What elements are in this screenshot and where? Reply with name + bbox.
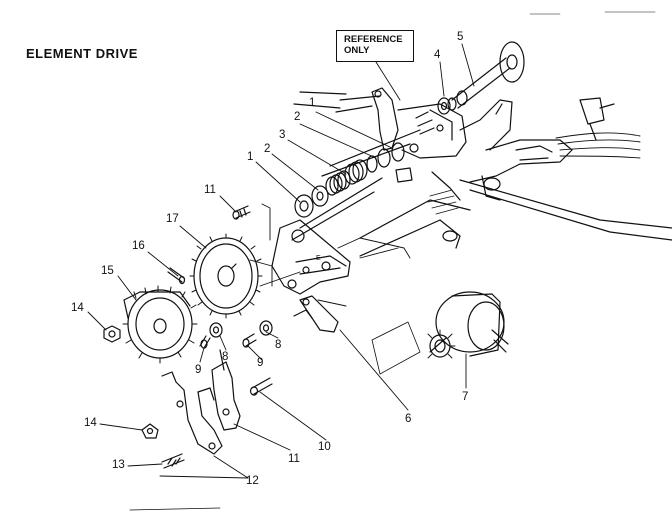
lever-11 [211, 349, 241, 431]
gear-17 [189, 233, 263, 319]
callout-17: 17 [166, 213, 179, 225]
callout-2a: 2 [294, 111, 301, 123]
reference-frame [335, 87, 672, 241]
callout-2b: 2 [264, 143, 271, 155]
callout-16: 16 [132, 240, 145, 252]
diagram-title: ELEMENT DRIVE [26, 46, 138, 61]
gear-15 [122, 285, 198, 364]
callout-11b: 11 [288, 453, 300, 465]
callout-1a: 1 [309, 97, 316, 109]
nut-14-upper [103, 325, 121, 343]
spring-13 [161, 453, 185, 469]
callout-8a: 8 [222, 351, 229, 363]
scan-marks [529, 11, 656, 15]
reference-label: REFERENCE [344, 34, 403, 45]
shaft-5 [447, 41, 525, 111]
callout-12: 12 [246, 475, 259, 487]
washer-8-left [209, 322, 223, 338]
scan-mark-bottom [129, 507, 221, 511]
screw-9-left [199, 335, 211, 349]
ring-4 [437, 97, 451, 115]
frame-plate [291, 91, 471, 257]
callout-11a: 11 [204, 184, 216, 196]
lever-12 [161, 371, 223, 455]
pin-16 [167, 267, 186, 285]
callout-1b: 1 [247, 151, 254, 163]
callout-4: 4 [434, 49, 441, 61]
callout-14b: 14 [84, 417, 97, 429]
only-label: ONLY [344, 45, 370, 56]
clip-14-lower [141, 423, 159, 439]
callout-9a: 9 [195, 364, 202, 376]
reference-only-box: REFERENCE ONLY [336, 30, 414, 62]
link-6 [293, 295, 339, 333]
callout-8b: 8 [275, 339, 282, 351]
callout-3: 3 [279, 129, 286, 141]
callout-10: 10 [318, 441, 331, 453]
callout-14a: 14 [71, 302, 84, 314]
callout-7: 7 [462, 391, 469, 403]
screw-9-right [242, 333, 257, 348]
callout-5: 5 [457, 31, 464, 43]
screw-11-upper [232, 205, 251, 220]
callout-15: 15 [101, 265, 114, 277]
screw-10 [249, 377, 273, 396]
gear-plate: E [271, 219, 351, 295]
bushing-stack [294, 142, 405, 218]
guide-lines [249, 203, 421, 375]
motor-7 [427, 291, 509, 359]
callout-13: 13 [112, 459, 125, 471]
leader-lines [87, 43, 475, 479]
callout-9b: 9 [257, 357, 264, 369]
callout-6: 6 [405, 413, 412, 425]
washer-8-right [259, 320, 273, 336]
svg-text:E: E [316, 255, 321, 262]
